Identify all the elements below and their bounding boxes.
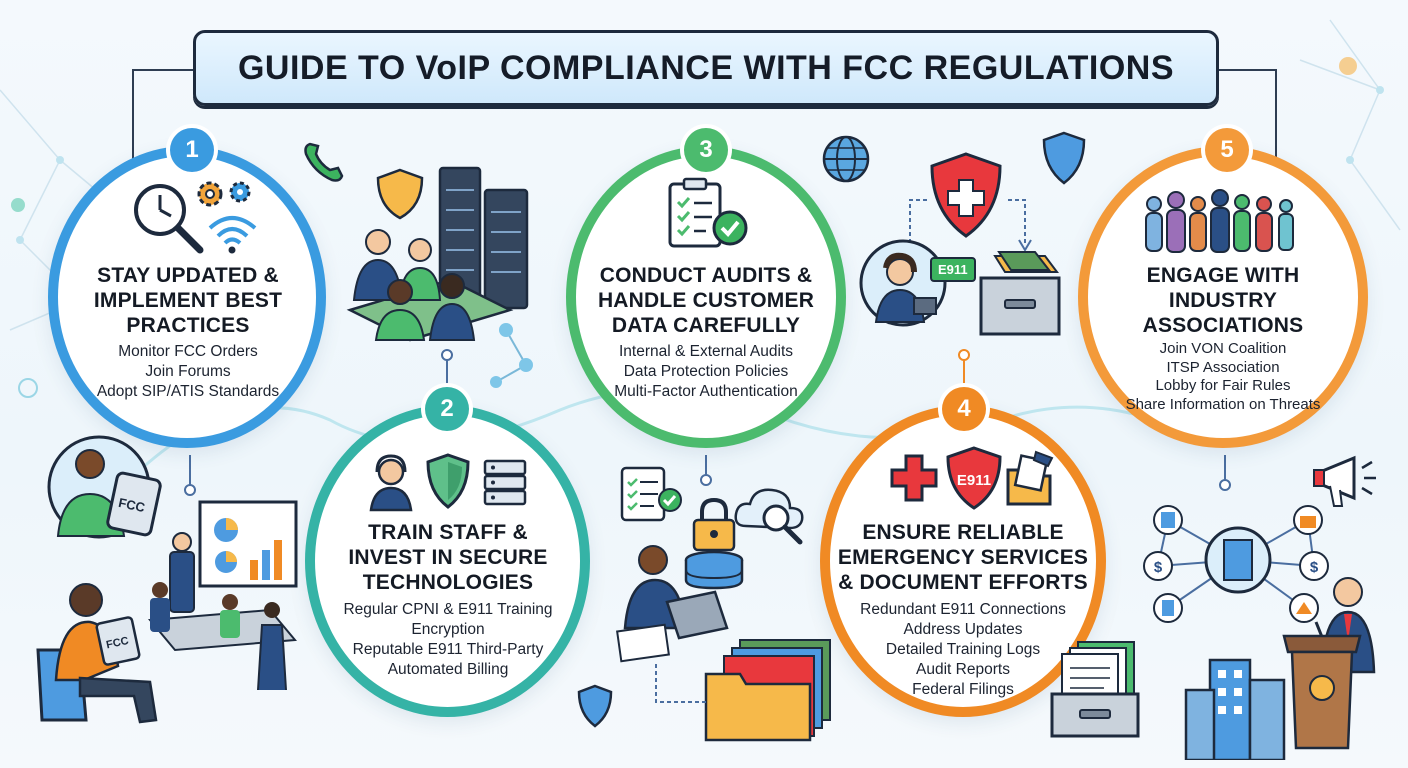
step-1-badge: 1	[170, 128, 214, 172]
svg-text:$: $	[1310, 559, 1319, 576]
filing-cabinet-bottom	[1050, 641, 1140, 738]
server-rack-icon	[483, 459, 527, 506]
step-2-title: TRAIN STAFF & INVEST IN SECURE TECHNOLOG…	[327, 520, 569, 595]
list-item: Lobby for Fair Rules	[1155, 377, 1291, 394]
checklist-icon	[620, 466, 682, 522]
step-1-circle	[48, 146, 326, 448]
shield-small-icon	[577, 684, 613, 728]
step-3-list: Internal & External Audits Data Protecti…	[588, 342, 824, 402]
step-4-title-line: & DOCUMENT EFFORTS	[838, 571, 1088, 594]
people-group-icon	[1145, 189, 1294, 253]
step-4-circle	[820, 405, 1106, 717]
fcc-reader-illustration: FCC	[47, 435, 162, 539]
shield-icon	[426, 453, 470, 509]
clock-magnifier-icon	[134, 184, 204, 254]
fcc-seated-tablet-label: FCC	[105, 635, 130, 651]
step-2-badge: 2	[425, 387, 469, 431]
list-item: Reputable E911 Third-Party	[352, 641, 544, 658]
list-item: Internal & External Audits	[618, 343, 794, 360]
list-item: Audit Reports	[916, 661, 1010, 678]
agent-headset-icon	[369, 454, 413, 512]
step-5-badge: 5	[1205, 128, 1249, 172]
padlock-database-icon	[684, 497, 744, 590]
business-network-illustration: $ $	[1143, 505, 1329, 623]
fcc-tablet-label: FCC	[117, 495, 147, 515]
dashed-link	[655, 664, 708, 703]
step-5-list: Join VON Coalition ITSP Association Lobb…	[1103, 340, 1343, 414]
list-item: Redundant E911 Connections	[860, 601, 1066, 618]
step-5-number: 5	[1220, 136, 1234, 163]
step-3-title: CONDUCT AUDITS & HANDLE CUSTOMER DATA CA…	[588, 263, 824, 338]
list-item: Multi-Factor Authentication	[614, 383, 798, 400]
step-5-title-line: ASSOCIATIONS	[1142, 314, 1304, 337]
medical-cross-icon	[890, 454, 938, 502]
podium-speaker-illustration	[1282, 577, 1376, 750]
list-item: Regular CPNI & E911 Training	[343, 601, 553, 618]
step-5-title-line: ENGAGE WITH	[1146, 264, 1300, 287]
list-item: Detailed Training Logs	[885, 641, 1041, 658]
list-item: ITSP Association	[1166, 358, 1280, 376]
globe-icon	[822, 135, 870, 183]
e911-tag: E911	[930, 257, 976, 282]
step-1-number: 1	[185, 136, 199, 163]
step-4-title: ENSURE RELIABLE EMERGENCY SERVICES & DOC…	[835, 520, 1091, 595]
step-1-title-line: IMPLEMENT BEST	[93, 289, 283, 312]
step-3-title-line: CONDUCT AUDITS &	[599, 264, 813, 287]
step-3-title-line: DATA CAREFULLY	[611, 314, 801, 337]
laptop-worker-illustration	[616, 545, 729, 663]
shield-blue-icon	[1042, 131, 1086, 185]
list-item: Share Information on Threats	[1125, 395, 1321, 413]
city-buildings-illustration	[1184, 658, 1286, 760]
step-3-number: 3	[699, 136, 713, 163]
step-2-title-line: TRAIN STAFF &	[368, 521, 528, 544]
dashed-arrows	[909, 199, 1032, 252]
meeting-presentation-illustration	[148, 500, 298, 691]
step-5-title-line: INDUSTRY	[1168, 289, 1278, 312]
call-center-team-illustration	[346, 166, 529, 342]
phone-icon	[304, 142, 344, 182]
list-item: Data Protection Policies	[623, 363, 789, 380]
e911-tag-label: E911	[938, 262, 968, 277]
step-1-title: STAY UPDATED & IMPLEMENT BEST PRACTICES	[70, 263, 306, 338]
step-2-number: 2	[440, 395, 454, 422]
step-4-list: Redundant E911 Connections Address Updat…	[842, 600, 1084, 700]
step-4-title-line: ENSURE RELIABLE	[862, 521, 1064, 544]
step-1-title-line: PRACTICES	[126, 314, 250, 337]
folders-illustration	[704, 639, 831, 742]
wifi-icon	[208, 216, 257, 254]
step-1-list: Monitor FCC Orders Join Forums Adopt SIP…	[70, 342, 306, 402]
step-2-title-line: INVEST IN SECURE	[348, 546, 548, 569]
step-2-list: Regular CPNI & E911 Training Encryption …	[327, 600, 569, 680]
e911-shield-label: E911	[957, 472, 991, 489]
svg-text:$: $	[1154, 559, 1163, 576]
list-item: Adopt SIP/ATIS Standards	[96, 383, 280, 400]
step-2-title-line: TECHNOLOGIES	[362, 571, 534, 594]
list-item: Federal Filings	[912, 681, 1014, 698]
list-item: Join Forums	[145, 363, 231, 380]
list-item: Join VON Coalition	[1159, 340, 1287, 357]
step-4-title-line: EMERGENCY SERVICES	[837, 546, 1089, 569]
step-5-title: ENGAGE WITH INDUSTRY ASSOCIATIONS	[1103, 263, 1343, 338]
clipboard-checklist-icon	[668, 177, 748, 248]
list-item: Monitor FCC Orders	[118, 343, 258, 360]
title-banner: GUIDE TO VoIP COMPLIANCE WITH FCC REGULA…	[193, 30, 1219, 106]
dispatcher-avatar	[859, 239, 947, 327]
step-4-badge: 4	[942, 387, 986, 431]
step-3-title-line: HANDLE CUSTOMER	[597, 289, 815, 312]
page-title: GUIDE TO VoIP COMPLIANCE WITH FCC REGULA…	[237, 48, 1175, 87]
document-hand-icon	[1006, 450, 1054, 506]
health-shield-illustration	[930, 152, 1002, 238]
filing-cabinet-top	[979, 251, 1061, 336]
step-1-title-line: STAY UPDATED &	[97, 264, 279, 287]
list-item: Automated Billing	[387, 661, 509, 678]
e911-shield-icon: E911	[946, 446, 1002, 510]
list-item: Address Updates	[903, 621, 1023, 638]
gears-icon	[197, 181, 251, 207]
fcc-seated-reader-illustration: FCC	[36, 583, 158, 724]
megaphone-icon	[1313, 455, 1376, 507]
step-4-number: 4	[957, 395, 971, 422]
step-3-badge: 3	[684, 128, 728, 172]
list-item: Encryption	[411, 621, 485, 638]
cloud-search-icon	[734, 488, 804, 545]
